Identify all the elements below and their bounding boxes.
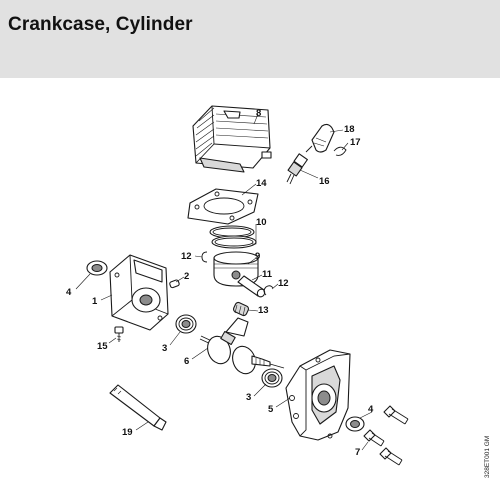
spark-plug-part[interactable] — [286, 145, 313, 185]
callout-16: 16 — [319, 176, 330, 187]
oil-seal-part[interactable] — [345, 416, 365, 432]
ball-bearing-part[interactable] — [175, 314, 197, 334]
screw-part[interactable] — [114, 326, 124, 342]
header-bar: Crankcase, Cylinder — [0, 0, 500, 78]
cylinder-part[interactable] — [192, 105, 272, 173]
callout-2: 2 — [184, 271, 189, 282]
reference-code: 328ET001 GM — [484, 436, 491, 478]
cylinder-gasket-part[interactable] — [187, 188, 259, 225]
crankshaft-part[interactable] — [199, 317, 285, 377]
ball-bearing-part[interactable] — [261, 368, 283, 388]
callout-13: 13 — [258, 305, 269, 316]
oil-seal-part[interactable] — [86, 260, 108, 276]
callout-12b: 12 — [278, 278, 289, 289]
grease-tube-part[interactable] — [109, 384, 167, 431]
callout-19: 19 — [122, 427, 133, 438]
callout-3a: 3 — [162, 343, 167, 354]
callout-11: 11 — [262, 269, 273, 280]
page-title: Crankcase, Cylinder — [8, 14, 193, 35]
callout-4a: 4 — [66, 287, 72, 298]
callout-10: 10 — [256, 217, 267, 228]
screw-part[interactable] — [383, 405, 409, 425]
screw-part[interactable] — [379, 447, 403, 466]
crankcase-half-part[interactable] — [285, 349, 351, 441]
callout-15: 15 — [97, 341, 108, 352]
piston-rings-part[interactable] — [209, 225, 257, 249]
needle-cage-part[interactable] — [232, 301, 250, 317]
callout-17: 17 — [350, 137, 361, 148]
callout-7: 7 — [355, 447, 360, 458]
callout-12a: 12 — [181, 251, 192, 262]
callout-14: 14 — [256, 178, 267, 189]
circlip-part[interactable] — [263, 285, 274, 296]
circlip-part[interactable] — [201, 251, 208, 263]
callout-18: 18 — [344, 124, 355, 135]
callout-8: 8 — [256, 108, 261, 119]
spring-clip-part[interactable] — [333, 146, 347, 156]
crankcase-half-part[interactable] — [109, 254, 169, 331]
callout-6: 6 — [184, 356, 189, 367]
leader-lines — [75, 113, 373, 451]
callout-4b: 4 — [368, 404, 374, 415]
dowel-pin-part[interactable] — [169, 279, 180, 289]
callout-9: 9 — [255, 251, 260, 262]
callout-labels: 8 18 17 16 14 10 12 9 2 11 12 4 1 13 15 … — [66, 108, 374, 458]
screw-part[interactable] — [363, 429, 385, 447]
callout-5: 5 — [268, 404, 274, 415]
callout-1: 1 — [92, 296, 98, 307]
spark-plug-boot-part[interactable] — [311, 123, 335, 153]
callout-3b: 3 — [246, 392, 251, 403]
